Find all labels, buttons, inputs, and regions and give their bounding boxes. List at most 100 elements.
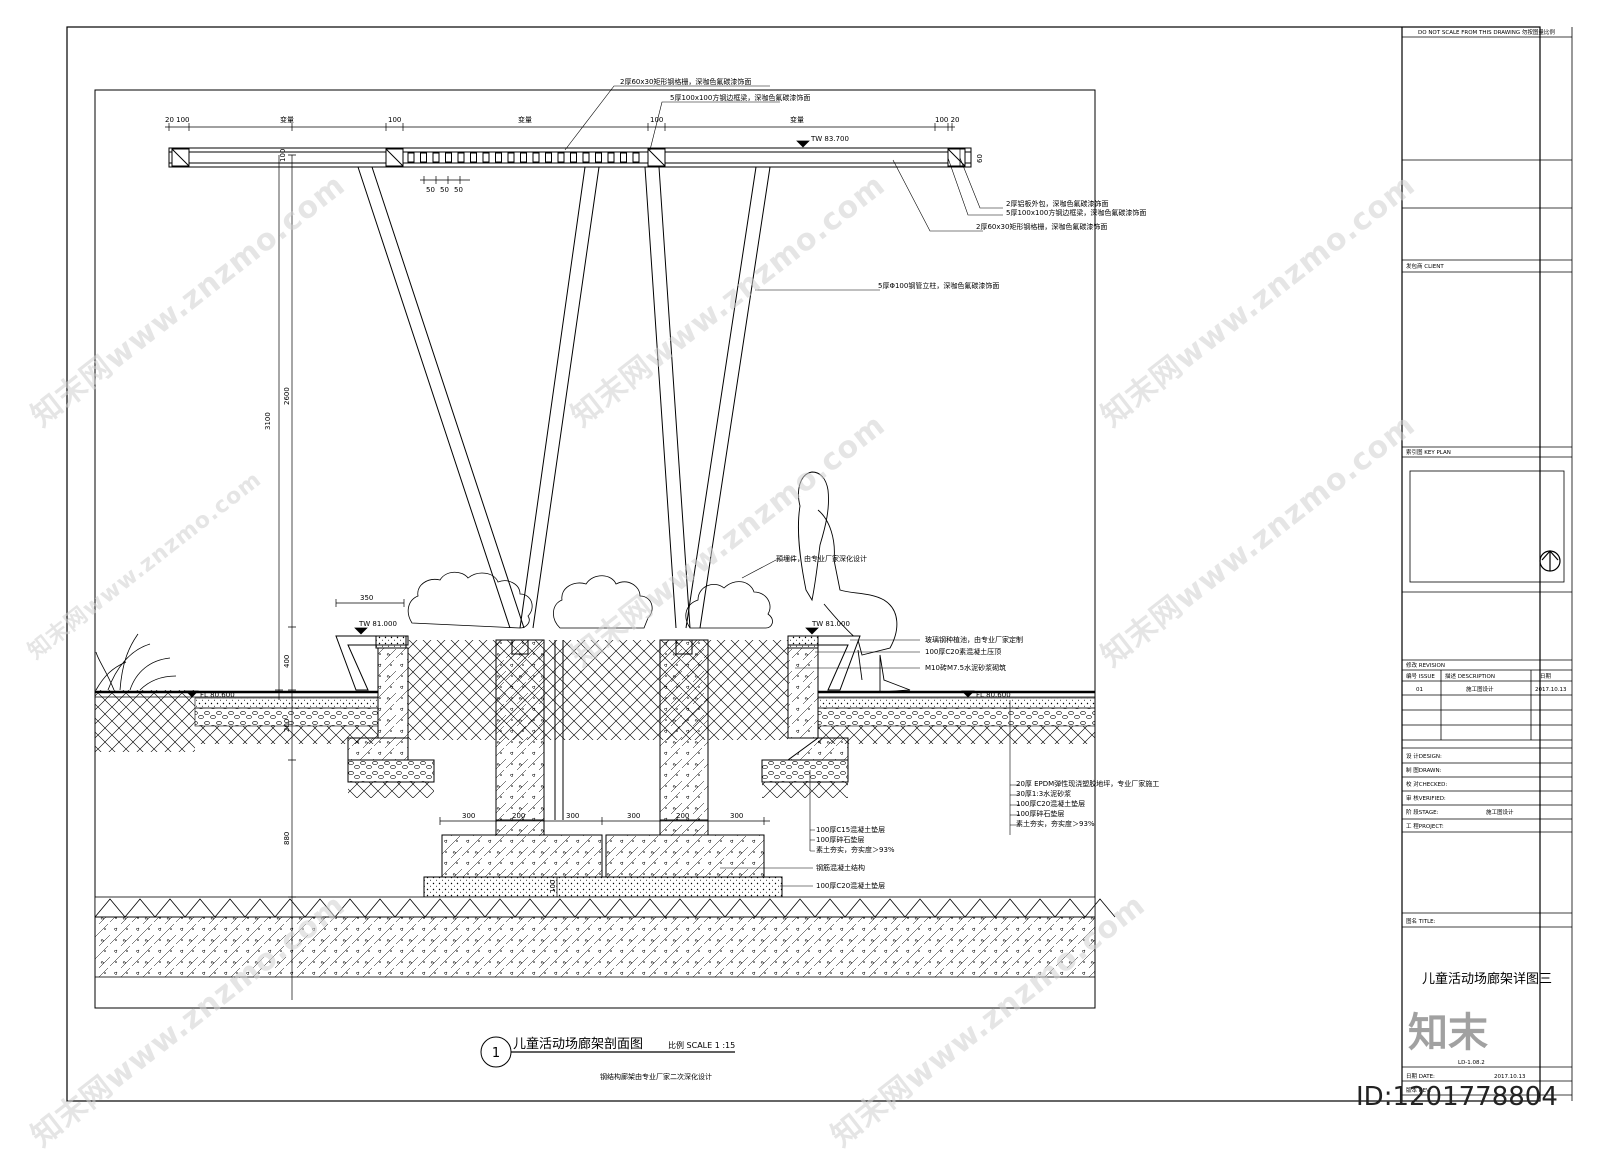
callout-15: 素土夯实，夯实度＞93% [1016, 819, 1095, 828]
dim-300-a: 300 [462, 812, 475, 820]
tb-verified-label: 审 核VERIFIED: [1406, 794, 1446, 802]
dim-350: 350 [360, 594, 373, 602]
dim-50-c: 50 [454, 186, 463, 194]
dim-300-d: 300 [730, 812, 743, 820]
grille-slot [470, 152, 477, 163]
grille-slot [520, 152, 527, 163]
dim-100-a: 100 [388, 116, 401, 124]
tb-rev-no: 01 [1416, 687, 1423, 693]
tb-client-label: 发包商 CLIENT [1406, 262, 1444, 270]
grille-slot [607, 152, 615, 163]
dim-100-bottom: 100 [549, 880, 557, 893]
planter-soil [408, 640, 788, 740]
level-fl-left: FL 80.600 [200, 691, 235, 699]
callout-12: 30厚1:3水泥砂浆 [1016, 789, 1071, 798]
dim-100-v: 100 [279, 149, 287, 162]
paving-left [95, 690, 379, 752]
grille-slot [507, 152, 515, 163]
section-number: 1 [492, 1046, 500, 1061]
dim-100-20-right: 100 20 [935, 116, 960, 124]
level-tw-right: TW 81.000 [811, 620, 850, 628]
steel-grille [407, 152, 640, 163]
section-scale: 比例 SCALE 1 :15 [668, 1040, 735, 1050]
title-block-grid [1402, 27, 1573, 1101]
dim-200-a: 200 [512, 812, 525, 820]
watermark-logo: 知末 [1408, 1010, 1488, 1056]
callout-19: 钢筋混凝土结构 [816, 863, 865, 872]
dim-200: 200 [283, 719, 291, 732]
tb-rev-row-label: 版本 REV: [1406, 1086, 1431, 1094]
grille-slot [445, 152, 452, 163]
tb-scale-note: DO NOT SCALE FROM THIS DRAWING 勿按图量比例 [1418, 28, 1555, 36]
callout-17: 100厚碎石垫层 [816, 835, 864, 844]
grille-slot [532, 152, 540, 163]
dim-variable-1: 变量 [280, 115, 294, 124]
dim-880: 880 [283, 832, 291, 845]
dimension-lines [165, 123, 961, 1000]
tb-rev-no-label: 编号 ISSUE [1406, 672, 1435, 680]
planter-walls [335, 635, 861, 798]
dim-50-a: 50 [426, 186, 435, 194]
callout-11: 20厚 EPDM弹性现浇塑胶地坪，专业厂家施工 [1016, 779, 1159, 788]
grille-slot [457, 152, 465, 163]
top-beam [168, 147, 972, 168]
grille-slot [482, 152, 490, 163]
paving-right [817, 690, 1096, 744]
section-title: 儿童活动场廊架剖面图 [513, 1036, 643, 1052]
grille-slot [582, 152, 590, 163]
drawing-sheet: 20 100 变量 100 变量 100 变量 100 20 50 50 50 … [66, 26, 1573, 1102]
dim-variable-2: 变量 [518, 115, 532, 124]
level-tw-left: TW 81.000 [358, 620, 397, 628]
dim-20-100-left: 20 100 [165, 116, 190, 124]
tb-project-label: 工 程PROJECT: [1406, 822, 1444, 830]
dim-50-b: 50 [440, 186, 449, 194]
grille-slot [595, 152, 602, 163]
callout-2: 5厚100x100方钢边框梁，深咖色氟碳漆饰面 [670, 93, 810, 102]
callout-14: 100厚碎石垫层 [1016, 809, 1064, 818]
callout-6: 5厚Φ100钢管立柱，深咖色氟碳漆饰面 [878, 281, 999, 290]
person-figure [797, 471, 911, 693]
view-frame [94, 89, 1096, 1009]
callout-18: 素土夯实，夯实度＞93% [816, 845, 895, 854]
north-arrow-icon [1539, 550, 1561, 572]
tb-stage-value: 施工图设计 [1486, 808, 1514, 816]
callout-9: 100厚C20素混凝土压顶 [925, 647, 1001, 656]
grille-slot [557, 152, 565, 163]
dim-300-b: 300 [566, 812, 579, 820]
tb-checked-label: 校 对CHECKED: [1406, 780, 1447, 788]
tb-desc-label: 描述 DESCRIPTION [1445, 672, 1495, 680]
footings [423, 639, 783, 898]
tb-rev-desc: 施工图设计 [1466, 685, 1494, 693]
dim-2600: 2600 [283, 387, 291, 405]
tb-date-row-value: 2017.10.13 [1494, 1074, 1526, 1080]
grille-slot [407, 152, 415, 163]
tb-rev-date: 2017.10.13 [1535, 687, 1567, 693]
tb-design-label: 设 计DESIGN: [1406, 752, 1442, 760]
grille-slot [570, 152, 577, 163]
callout-20: 100厚C20混凝土垫层 [816, 881, 885, 890]
tb-stage-label: 阶 段STAGE: [1406, 808, 1439, 816]
shrubs [95, 571, 773, 691]
tb-date-row-label: 日期 DATE: [1406, 1073, 1435, 1080]
level-tw-top: TW 83.700 [810, 135, 849, 143]
leader-lines [564, 85, 1020, 887]
callout-5: 2厚60x30矩形钢格栅，深咖色氟碳漆饰面 [976, 222, 1107, 231]
tb-title-label: 图名 TITLE: [1406, 917, 1436, 925]
ground-strata [94, 896, 1116, 978]
grille-slot [632, 152, 640, 163]
dim-400: 400 [283, 655, 291, 668]
grille-slot [420, 152, 427, 163]
grille-slot [620, 152, 627, 163]
dim-variable-3: 变量 [790, 115, 804, 124]
callout-13: 100厚C20混凝土垫层 [1016, 799, 1085, 808]
callout-1: 2厚60x30矩形钢格栅，深咖色氟碳漆饰面 [620, 77, 751, 86]
callout-8: 玻璃钢种植池，由专业厂家定制 [925, 635, 1023, 644]
callout-4: 5厚100x100方钢边框梁，深咖色氟碳漆饰面 [1006, 208, 1146, 217]
dim-200-b: 200 [676, 812, 689, 820]
dim-60-v: 60 [976, 154, 984, 163]
tb-drawing-title: 儿童活动场廊架详图三 [1422, 971, 1552, 987]
steel-columns [357, 166, 771, 629]
grille-slot [545, 152, 552, 163]
level-fl-right: FL 80.600 [976, 691, 1011, 699]
dim-100-b: 100 [650, 116, 663, 124]
